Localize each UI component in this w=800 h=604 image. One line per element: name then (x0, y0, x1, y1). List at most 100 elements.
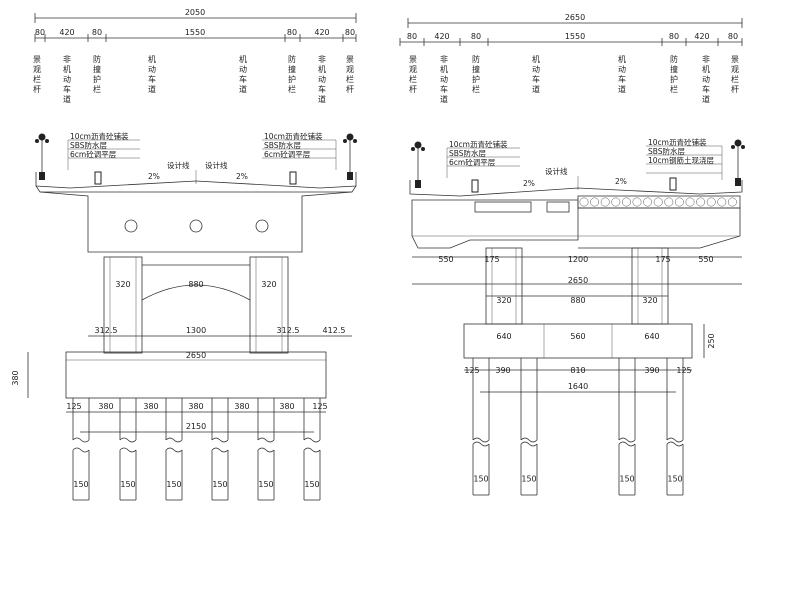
lane-label-char: 非 (702, 54, 710, 64)
left-seg-1: 80 (35, 28, 45, 37)
lane-label-char: 车 (63, 84, 71, 94)
pile-diameter: 150 (120, 480, 135, 489)
right-d1-4: 175 (655, 255, 670, 264)
right-seg-5: 80 (669, 32, 679, 41)
left-arch (141, 284, 251, 301)
lane-label-char: 车 (239, 74, 247, 84)
right-design-line: 设计线 (545, 166, 568, 176)
left-section: 2050 80 420 80 1550 80 420 80 景观栏杆非机动车道防… (11, 8, 357, 501)
lane-label-char: 道 (532, 84, 540, 94)
right-d1-5: 550 (698, 255, 713, 264)
hollow-slab-void (590, 197, 600, 207)
lane-label-char: 杆 (409, 84, 417, 94)
left-seg-5: 80 (287, 28, 297, 37)
hollow-slab-void (611, 197, 621, 207)
left-design-line-1: 设计线 (167, 160, 190, 170)
left-note-r2: SBS防水层 (264, 140, 302, 150)
lane-label-char: 杆 (731, 84, 739, 94)
right-notes-right: 10cm沥青砼铺装 SBS防水层 10cm钢筋土现浇层 (646, 137, 723, 180)
left-mid-1: 312.5 (95, 326, 118, 335)
left-pile-dim-3: 380 (143, 402, 158, 411)
pile: 150 (520, 358, 538, 496)
right-pile-total: 1640 (568, 382, 588, 391)
lane-label-char: 防 (670, 54, 678, 64)
left-pile-dim-2: 380 (98, 402, 113, 411)
lane-label-char: 景 (346, 55, 354, 64)
left-note-l2: SBS防水层 (70, 140, 108, 150)
hollow-slab-void (727, 197, 737, 207)
lane-label-char: 非 (63, 54, 71, 64)
left-pile-dim-1: 125 (66, 402, 81, 411)
right-cap-height: 250 (707, 333, 716, 348)
left-pile-dim-4: 380 (188, 402, 203, 411)
left-seg-ticks (34, 34, 357, 42)
right-pile-dim-4: 390 (644, 366, 659, 375)
left-cap-height: 380 (11, 370, 20, 385)
right-notes-left: 10cm沥青砼铺装 SBS防水层 6cm砼调平层 (446, 139, 520, 178)
lane-label-char: 道 (618, 84, 626, 94)
lane-label-char: 机 (440, 64, 448, 74)
left-cap-hole (255, 219, 269, 233)
left-col-width-r: 320 (261, 280, 276, 289)
left-note-l3: 6cm砼调平层 (70, 149, 117, 159)
pile-diameter: 150 (521, 475, 536, 484)
lane-label-char: 机 (63, 64, 71, 74)
lane-label-char: 动 (318, 74, 326, 84)
hollow-slab-void (643, 197, 653, 207)
left-slope-2: 2% (236, 172, 248, 181)
lane-label-char: 车 (318, 84, 326, 94)
lane-label-char: 动 (440, 74, 448, 84)
left-top-total: 2050 (185, 8, 205, 17)
left-notes-left: 10cm沥青砼铺装 SBS防水层 6cm砼调平层 (67, 131, 140, 170)
lane-label-char: 栏 (670, 84, 678, 94)
right-d2: 2650 (568, 276, 588, 285)
lane-label-char: 非 (318, 54, 326, 64)
lane-label-char: 景 (33, 55, 41, 64)
hollow-slab-void (600, 197, 610, 207)
right-pile-cap (463, 323, 693, 359)
lane-label-char: 车 (702, 84, 710, 94)
hollow-slab-void (632, 197, 642, 207)
hollow-slab-void (579, 197, 589, 207)
right-note-l1: 10cm沥青砼铺装 (449, 139, 508, 149)
left-slope-1: 2% (148, 172, 160, 181)
lane-label-char: 动 (532, 64, 540, 74)
lane-label-char: 防 (472, 54, 480, 64)
left-lamp-post-left (35, 133, 49, 180)
lane-label-char: 栏 (731, 74, 739, 84)
left-lamp-post-right (343, 133, 357, 180)
right-pile-dim-3: 810 (570, 366, 585, 375)
pile-diameter: 150 (212, 480, 227, 489)
left-seg-6: 420 (314, 28, 329, 37)
hollow-slab-void (653, 197, 663, 207)
pile-diameter: 150 (304, 480, 319, 489)
left-mid-2: 1300 (186, 326, 206, 335)
pile: 150 (666, 358, 684, 496)
lane-label-char: 车 (148, 74, 156, 84)
lane-label-char: 撞 (288, 64, 296, 74)
lane-label-char: 观 (731, 65, 739, 74)
left-mid-4: 412.5 (323, 326, 346, 335)
lane-label-char: 栏 (33, 74, 41, 84)
lane-label-char: 动 (239, 64, 247, 74)
lane-label-char: 道 (318, 94, 326, 104)
right-cap-dim-3: 640 (644, 332, 659, 341)
lane-label-char: 非 (440, 54, 448, 64)
left-note-r3: 6cm砼调平层 (264, 149, 311, 159)
left-cap-beam (39, 191, 353, 253)
right-seg-4: 1550 (565, 32, 585, 41)
lane-label-char: 护 (93, 74, 101, 84)
lane-label-char: 动 (63, 74, 71, 84)
pile: 150 (472, 358, 490, 496)
lane-label-char: 动 (702, 74, 710, 84)
lane-label-char: 道 (702, 94, 710, 104)
lane-label-char: 栏 (472, 84, 480, 94)
left-deck-edge (35, 185, 357, 193)
right-d1-1: 550 (438, 255, 453, 264)
lane-label-char: 观 (346, 65, 354, 74)
left-seg-7: 80 (345, 28, 355, 37)
left-note-r1: 10cm沥青砼铺装 (264, 131, 323, 141)
